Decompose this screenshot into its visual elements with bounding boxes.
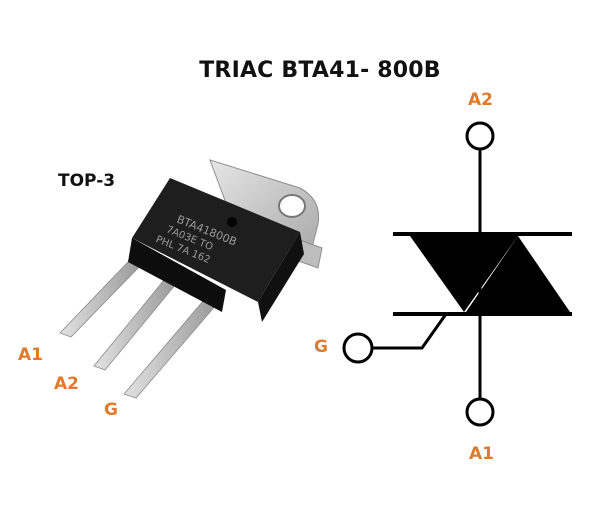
triac-symbol (342, 121, 572, 427)
package-body-top (132, 178, 300, 302)
gate-line (373, 313, 448, 350)
terminal-a1-circle (465, 397, 495, 427)
pin-label-g: G (104, 400, 118, 420)
triangle-up (466, 236, 570, 312)
terminal-g-circle (342, 332, 374, 364)
ejector-pin-mark (227, 217, 237, 227)
terminal-a2-circle (465, 121, 495, 151)
symbol-label-g: G (314, 337, 328, 357)
triangle-down (410, 236, 518, 312)
symbol-label-a1: A1 (469, 444, 494, 464)
pin-label-a1: A1 (18, 345, 43, 365)
mounting-hole (278, 194, 306, 218)
pin-label-a2: A2 (54, 374, 79, 394)
symbol-label-a2: A2 (468, 90, 493, 110)
diagram-title: TRIAC BTA41- 800B (199, 58, 441, 83)
package-body-front (258, 232, 304, 322)
package-illustration: BTA41800B 7A03E TO PHL 7A 162 (59, 159, 323, 399)
package-body-side (128, 238, 226, 312)
package-name: TOP-3 (58, 171, 116, 191)
